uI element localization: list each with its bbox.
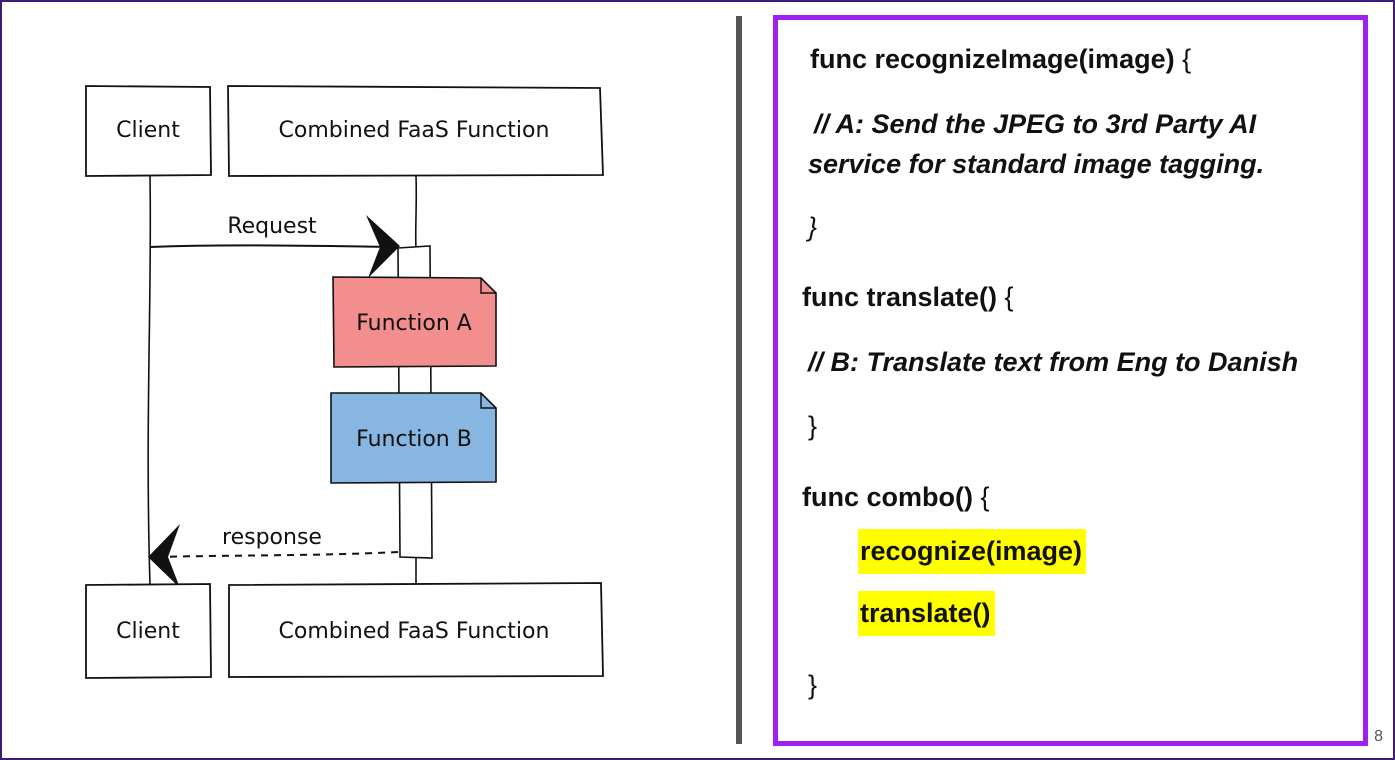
function-a-note bbox=[332, 276, 497, 368]
client-lifeline bbox=[147, 175, 152, 586]
function-a-label: Function A bbox=[356, 311, 472, 336]
call-translate: translate() bbox=[858, 591, 995, 636]
call-recognize: recognize(image) bbox=[858, 529, 1087, 574]
close-brace-3: } bbox=[808, 670, 818, 700]
func-combo-signature: func combo() bbox=[802, 482, 973, 512]
function-b-note-fold bbox=[480, 393, 496, 409]
close-brace-1: } bbox=[808, 212, 818, 242]
page-number: 8 bbox=[1374, 728, 1383, 745]
func-translate-signature: func translate() bbox=[802, 282, 998, 312]
open-brace: { bbox=[980, 482, 990, 512]
call-translate-highlight: translate() bbox=[858, 591, 995, 636]
comment-b-line: // B: Translate text from Eng to Danish bbox=[808, 347, 1299, 377]
request-arrowhead bbox=[366, 215, 400, 278]
vertical-divider bbox=[736, 16, 742, 744]
function-b-note bbox=[330, 392, 497, 484]
response-arrow-line bbox=[157, 551, 399, 558]
bottom-client-label: Client bbox=[116, 619, 180, 644]
open-brace: { bbox=[1182, 44, 1192, 74]
top-function-label: Combined FaaS Function bbox=[279, 118, 550, 143]
func-recognize-signature: func recognizeImage(image) bbox=[810, 44, 1175, 74]
code-panel: func recognizeImage(image) { // A: Send … bbox=[773, 15, 1368, 746]
bottom-client-box bbox=[85, 583, 212, 679]
response-arrowhead bbox=[148, 524, 180, 588]
function-a-note-fold bbox=[480, 278, 496, 294]
request-label: Request bbox=[227, 214, 317, 239]
sequence-diagram: Client Combined FaaS Function Request Fu… bbox=[85, 85, 604, 679]
bottom-function-box bbox=[228, 582, 604, 678]
code-line-combo: func combo() { bbox=[802, 482, 990, 513]
code-line-recognize: func recognizeImage(image) { bbox=[810, 44, 1191, 75]
request-arrow-line bbox=[149, 244, 397, 248]
bottom-function-label: Combined FaaS Function bbox=[279, 619, 550, 644]
code-line-translate: func translate() { bbox=[802, 282, 1014, 313]
close-brace-2: } bbox=[808, 411, 818, 441]
response-label: response bbox=[222, 525, 322, 550]
top-client-box bbox=[85, 85, 212, 177]
function-lifeline bbox=[414, 175, 418, 249]
comment-a-line-1: // A: Send the JPEG to 3rd Party AI bbox=[814, 109, 1257, 139]
call-recognize-highlight: recognize(image) bbox=[858, 529, 1087, 574]
top-client-label: Client bbox=[116, 118, 180, 143]
function-b-label: Function B bbox=[356, 427, 472, 452]
open-brace: { bbox=[1004, 282, 1014, 312]
comment-a-line-2: service for standard image tagging. bbox=[808, 149, 1265, 179]
top-function-box bbox=[227, 85, 604, 177]
